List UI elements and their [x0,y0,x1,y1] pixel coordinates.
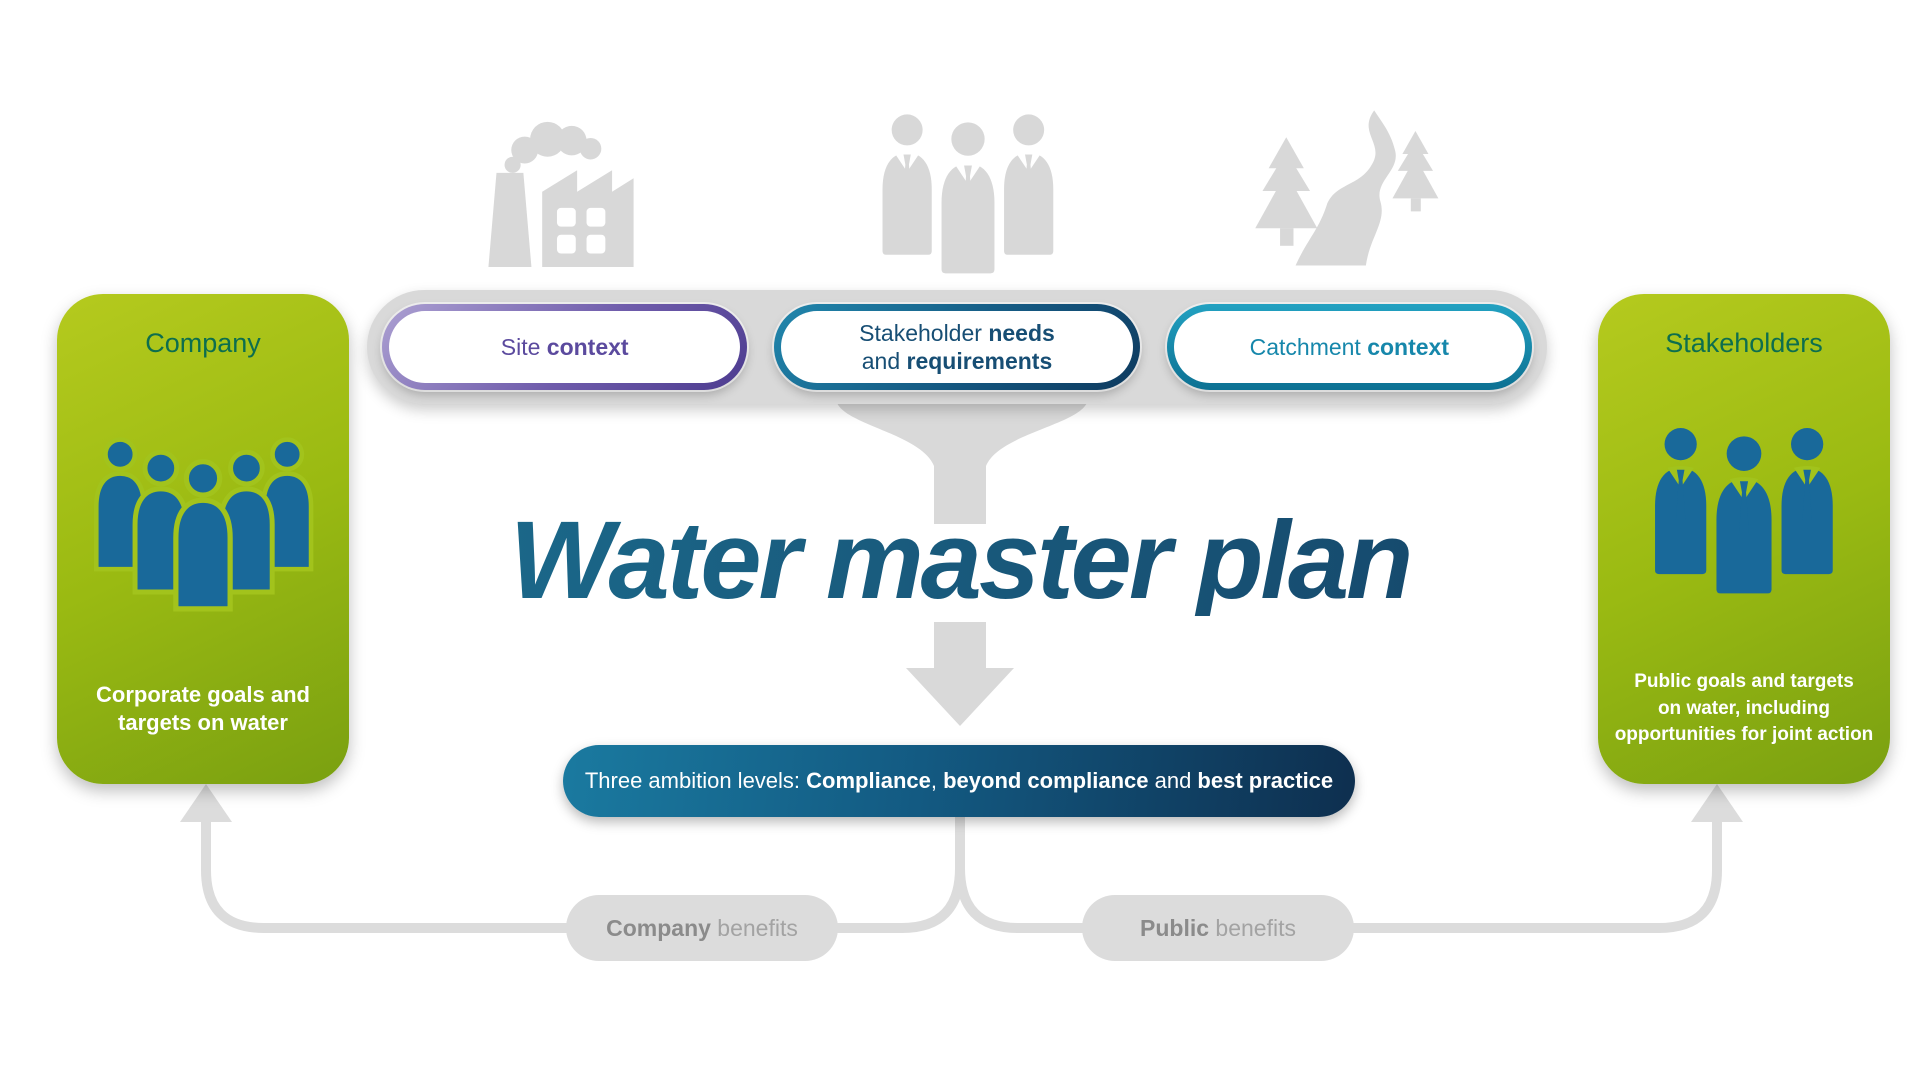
stakeholders-heading: Stakeholders [1665,328,1823,358]
company-box: Company Corporate goals and targets on w… [57,294,349,784]
public-benefits-pill: Public benefits [1082,895,1354,961]
context-bar: Site context Stakeholder needs and requi… [367,290,1547,404]
site-context-label: Site context [500,333,629,360]
page-title: Water master plan [0,506,1920,616]
public-branch-line [955,814,1722,933]
pine-tree-left [1255,137,1318,246]
stakeholders-box: Stakeholders Public goals and targets on… [1598,294,1890,784]
company-arrowhead [180,784,232,822]
catchment-context-label: Catchment context [1249,333,1450,360]
site-context-pill: Site context [382,304,748,390]
river [1295,110,1396,266]
factory-icon [488,121,634,267]
company-benefits-pill: Company benefits [566,895,838,961]
title-knockout [896,524,1024,622]
company-goals-text: Corporate goals and targets on water [96,681,310,736]
public-arrowhead [1691,784,1743,822]
catchment-context-pill: Catchment context [1166,304,1532,390]
stakeholder-needs-pill: Stakeholder needs and requirements [774,304,1140,390]
stakeholder-people-icon [882,114,1054,274]
ambition-levels-pill: Three ambition levels: Compliance, beyon… [563,745,1355,817]
catchment-trees-river-icon [1255,110,1439,266]
company-branch-line [201,814,965,933]
pine-tree-right [1392,131,1439,212]
stakeholders-goals-text: Public goals and targets on water, inclu… [1614,671,1874,745]
company-heading: Company [145,328,261,358]
stakeholder-needs-label: Stakeholder needs and requirements [781,311,1133,383]
